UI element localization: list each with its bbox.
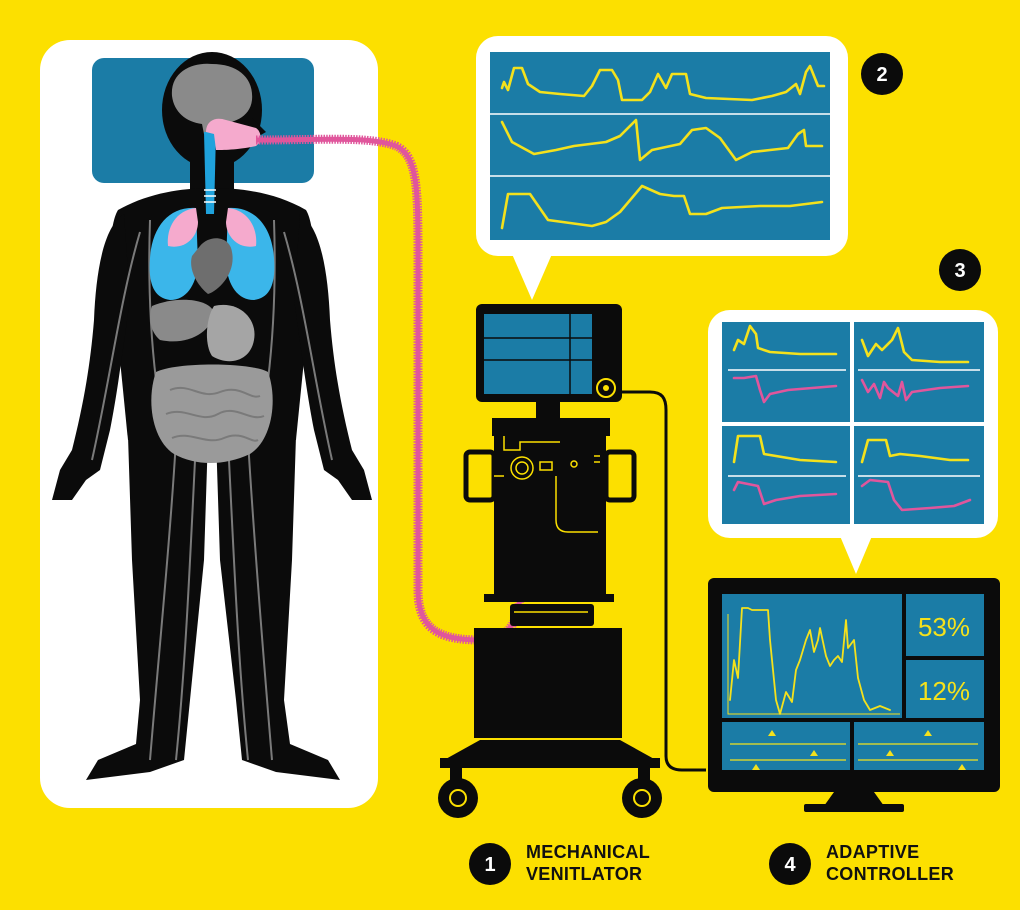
label-mechanical-ventilator: 1 MECHANICAL VENITLATOR [469, 842, 650, 885]
callout-1-number: 1 [484, 854, 495, 876]
label-1-line1: MECHANICAL [526, 842, 650, 862]
callout-3-number: 3 [954, 260, 965, 282]
ventilator-screen [484, 314, 592, 394]
readout-top: 53% [918, 612, 970, 642]
label-1-line2: VENITLATOR [526, 864, 642, 884]
monitor-icon: 53% 12% [708, 578, 1000, 812]
callout-2: 2 [861, 53, 903, 95]
readout-bottom: 12% [918, 676, 970, 706]
sensor-curves-bubble [708, 310, 998, 574]
label-4-line2: CONTROLLER [826, 864, 954, 884]
label-4-line1: ADAPTIVE [826, 842, 919, 862]
callout-2-number: 2 [876, 64, 887, 86]
callout-4-number: 4 [784, 854, 796, 876]
callout-3: 3 [939, 249, 981, 291]
